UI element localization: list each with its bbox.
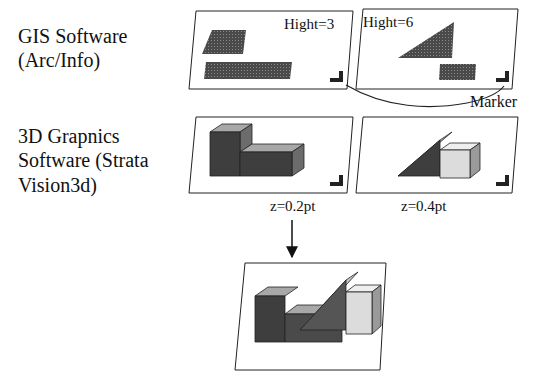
software-label: 3D Grapnics Software (Strata Vision3d) xyxy=(18,124,183,197)
map-sheet: z=0.4pt xyxy=(355,116,519,194)
marker-label: Marker xyxy=(470,92,534,112)
sheet-outline xyxy=(188,116,354,194)
sheet-label: Hight=6 xyxy=(363,14,413,31)
3d-wedge xyxy=(398,132,480,178)
3d-composite xyxy=(255,272,381,342)
3d-block xyxy=(210,124,304,176)
map-sheet: z=0.2pt xyxy=(188,116,354,194)
sheet-label: Hight=3 xyxy=(284,16,334,33)
process-arrow xyxy=(291,220,293,257)
software-label: GIS Software (Arc/Info) xyxy=(18,24,183,73)
sheet-outline xyxy=(355,116,519,194)
registration-marker xyxy=(330,71,509,363)
composite-sheet xyxy=(235,263,386,370)
sheet-label: z=0.2pt xyxy=(270,198,316,215)
sheet-label: z=0.4pt xyxy=(401,198,447,215)
map-sheet: Hight=6 xyxy=(355,8,519,90)
map-sheet: Hight=3 xyxy=(188,10,354,90)
